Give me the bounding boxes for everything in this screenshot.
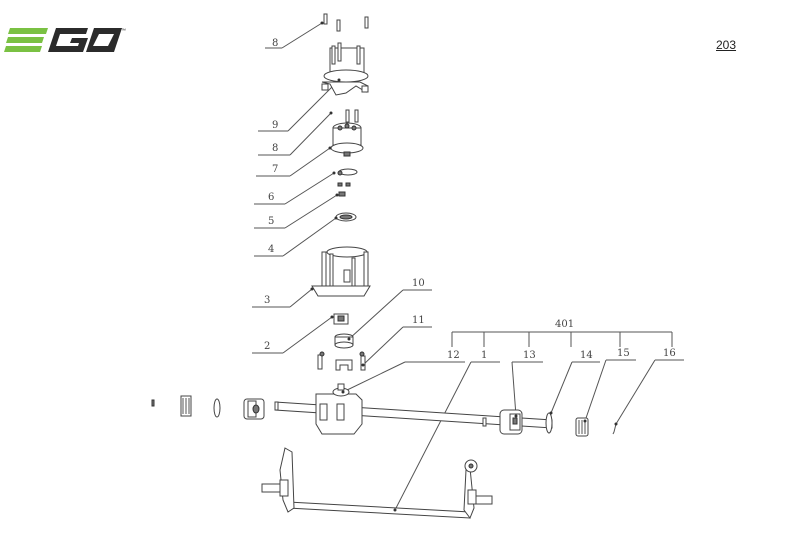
callout-label: 2	[264, 341, 270, 352]
callout-label: 8	[272, 143, 278, 154]
callout-label: 14	[580, 350, 593, 361]
part-screws-top	[323, 13, 369, 32]
callout-label: 5	[268, 216, 274, 227]
callout-label: 8	[272, 38, 278, 49]
callout-14[interactable]: 14	[550, 350, 600, 414]
callout-label: 12	[447, 350, 460, 361]
part-gear-cluster	[330, 122, 364, 157]
callout-8a[interactable]: 8	[265, 22, 323, 49]
callout-3[interactable]: 3	[252, 288, 313, 308]
callout-label: 7	[272, 164, 278, 175]
callout-8b[interactable]: 8	[258, 112, 332, 156]
part-lower-housing	[311, 246, 371, 297]
part-left-clip-ring	[213, 398, 221, 418]
callout-label: 10	[412, 278, 425, 289]
page-number: 203	[716, 38, 737, 52]
callout-4[interactable]: 4	[254, 217, 337, 257]
part-keys	[337, 182, 351, 197]
callout-label: 1	[481, 350, 487, 361]
callout-13[interactable]: 13	[511, 350, 543, 417]
part-right-pin	[612, 423, 617, 435]
part-washer	[337, 168, 358, 176]
part-screws-middle	[345, 109, 359, 123]
part-right-clip-ring	[545, 412, 553, 434]
part-pins	[317, 351, 366, 371]
callout-label: 15	[617, 348, 630, 359]
part-bushing	[334, 333, 354, 349]
callout-label: 6	[268, 192, 274, 203]
callout-6[interactable]: 6	[254, 172, 335, 205]
part-drive-shaft-assembly	[261, 447, 493, 520]
callout-label: 3	[264, 295, 270, 306]
part-left-clutch	[243, 398, 265, 420]
callout-9[interactable]: 9	[258, 79, 340, 132]
part-left-gear	[180, 395, 192, 417]
callout-label: 4	[268, 244, 274, 255]
callout-1[interactable]: 1	[394, 350, 500, 511]
callout-10[interactable]: 10	[348, 278, 432, 340]
callout-label: 11	[412, 315, 425, 326]
part-left-small-pin	[151, 399, 155, 407]
callout-arrowheads	[310, 21, 618, 512]
callout-7[interactable]: 7	[256, 147, 331, 177]
ego-logo: ™	[4, 26, 128, 56]
part-ring	[335, 212, 357, 222]
callout-15[interactable]: 15	[584, 348, 636, 422]
callout-16[interactable]: 16	[615, 348, 684, 425]
group-label-401: 401	[555, 319, 574, 330]
trademark-symbol: ™	[121, 28, 126, 34]
callout-5[interactable]: 5	[254, 194, 338, 229]
callout-2[interactable]: 2	[252, 316, 333, 354]
callout-label: 9	[272, 120, 278, 131]
callout-12[interactable]: 12	[342, 350, 465, 393]
callout-label: 16	[663, 348, 676, 359]
group-401-bracket: 401	[451, 319, 673, 347]
callout-label: 13	[523, 350, 536, 361]
part-right-clutch	[499, 409, 523, 435]
part-upper-housing	[321, 42, 369, 96]
part-shift-fork	[333, 313, 349, 325]
callout-11[interactable]: 11	[362, 315, 432, 366]
part-transmission	[274, 383, 553, 435]
ego-logo-mark: ™	[4, 28, 126, 52]
